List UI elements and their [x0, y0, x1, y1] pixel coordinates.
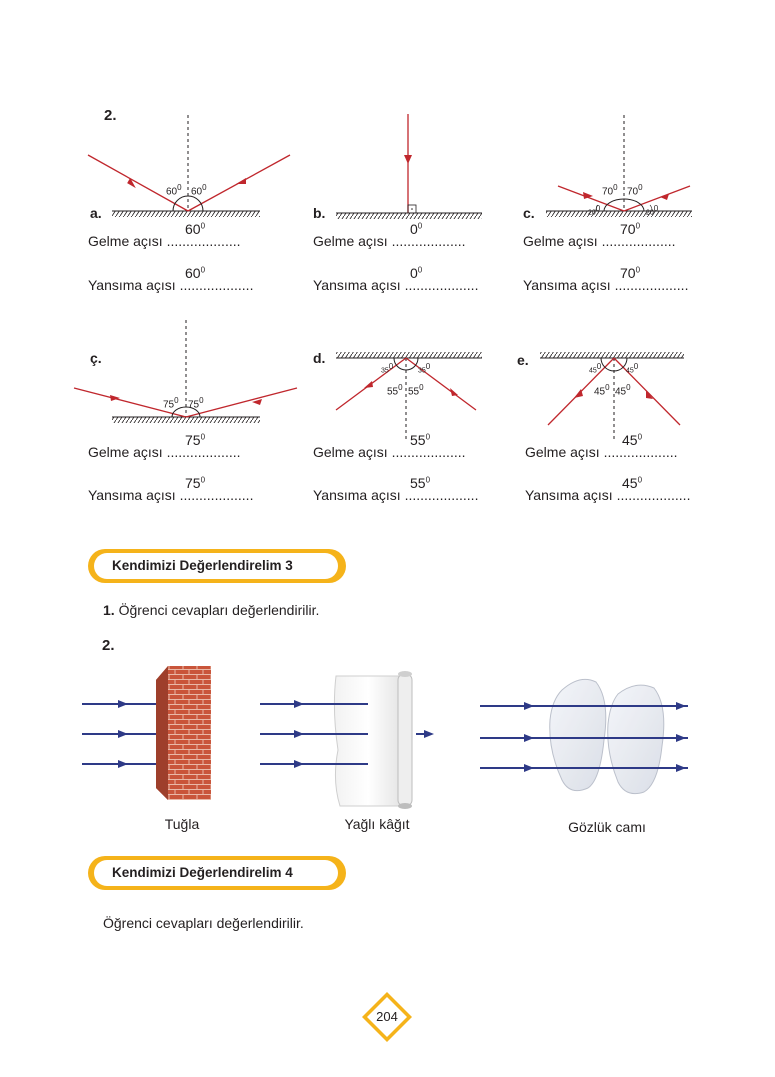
- panel-letter-a: a.: [90, 205, 102, 221]
- angle-label-d-right: 550: [408, 383, 424, 398]
- diagram-e: [540, 352, 684, 440]
- section-badge-4-title: Kendimizi Değerlendirelim 4: [94, 860, 338, 886]
- gelme-line-cc: Gelme açısı ................... 750: [88, 432, 241, 460]
- angle-label-cc-left: 750: [163, 396, 179, 411]
- question-1: 1. Öğrenci cevapları değerlendirilir.: [103, 602, 320, 618]
- gelme-line-d: Gelme açısı ................... 550: [313, 432, 466, 460]
- section-badge-3: Kendimizi Değerlendirelim 3: [88, 549, 346, 583]
- diagram-c: [546, 115, 692, 217]
- reflection-diagrams: [73, 114, 692, 440]
- section-badge-4: Kendimizi Değerlendirelim 4: [88, 856, 346, 890]
- angle-label-a-left: 600: [166, 183, 182, 198]
- angle-label-e-left: 450: [594, 383, 610, 398]
- gelme-line-c: Gelme açısı ................... 700: [523, 221, 676, 249]
- diagram-c-cedilla: [73, 320, 298, 423]
- gelme-line-b: Gelme açısı ................... 00: [313, 221, 466, 249]
- angle-label-c-right: 700: [627, 183, 643, 198]
- diagram-b: [336, 114, 482, 219]
- section-badge-3-title: Kendimizi Değerlendirelim 3: [94, 553, 338, 579]
- answer-yansima-c: 700: [620, 265, 641, 281]
- panel-letter-e: e.: [517, 352, 529, 368]
- yansima-line-b: Yansıma açısı ................... 00: [313, 265, 479, 293]
- brick-wall: [156, 666, 211, 800]
- angle-small-d-left: 350: [381, 362, 394, 375]
- panel-letter-c-cedilla: ç.: [90, 350, 102, 366]
- caption-eyeglass: Gözlük camı: [568, 819, 646, 835]
- angle-small-e-right: 450: [626, 362, 639, 375]
- answer-gelme-d: 550: [410, 432, 431, 448]
- angle-label-e-right: 450: [615, 383, 631, 398]
- gelme-line-e: Gelme açısı ................... 450: [525, 432, 678, 460]
- wax-paper-roll: [333, 671, 413, 809]
- answer-gelme-b: 00: [410, 221, 423, 237]
- eyeglass-lenses: [549, 678, 665, 795]
- angle-label-a-right: 600: [191, 183, 207, 198]
- footer-answer-text: Öğrenci cevapları değerlendirilir.: [103, 915, 304, 931]
- angle-label-c-left: 700: [602, 183, 618, 198]
- answer-gelme-c: 700: [620, 221, 641, 237]
- angle-small-c-right: 200: [646, 204, 659, 217]
- answer-yansima-a: 600: [185, 265, 206, 281]
- yansima-line-c: Yansıma açısı ................... 700: [523, 265, 689, 293]
- yansima-line-d: Yansıma açısı ................... 550: [313, 475, 479, 503]
- yansima-line-e: Yansıma açısı ................... 450: [525, 475, 691, 503]
- answer-gelme-e: 450: [622, 432, 643, 448]
- angle-small-c-left: 200: [588, 204, 601, 217]
- panel-letter-c: c.: [523, 205, 535, 221]
- answer-yansima-cc: 750: [185, 475, 206, 491]
- answer-yansima-e: 450: [622, 475, 643, 491]
- light-transmission-illustration: [82, 666, 688, 809]
- angle-small-d-right: 350: [418, 362, 431, 375]
- angle-small-e-left: 450: [589, 362, 602, 375]
- diagram-d: [335, 352, 482, 440]
- question-number-2: 2.: [104, 107, 117, 124]
- caption-wax-paper: Yağlı kâğıt: [344, 816, 410, 832]
- gelme-line-a: Gelme açısı ................... 600: [88, 221, 241, 249]
- yansima-line-a: Yansıma açısı ................... 600: [88, 265, 254, 293]
- answer-yansima-d: 550: [410, 475, 431, 491]
- panel-letter-d: d.: [313, 350, 326, 366]
- question-number-2b: 2.: [102, 637, 115, 654]
- answer-gelme-a: 600: [185, 221, 206, 237]
- panel-letter-b: b.: [313, 205, 326, 221]
- yansima-line-cc: Yansıma açısı ................... 750: [88, 475, 254, 503]
- diagram-a: [87, 115, 291, 217]
- angle-label-d-left: 550: [387, 383, 403, 398]
- page-number: 204: [376, 1009, 398, 1024]
- caption-brick: Tuğla: [164, 816, 200, 832]
- answer-gelme-cc: 750: [185, 432, 206, 448]
- page-number-badge: [362, 992, 412, 1042]
- answer-yansima-b: 00: [410, 265, 423, 281]
- angle-label-cc-right: 750: [188, 396, 204, 411]
